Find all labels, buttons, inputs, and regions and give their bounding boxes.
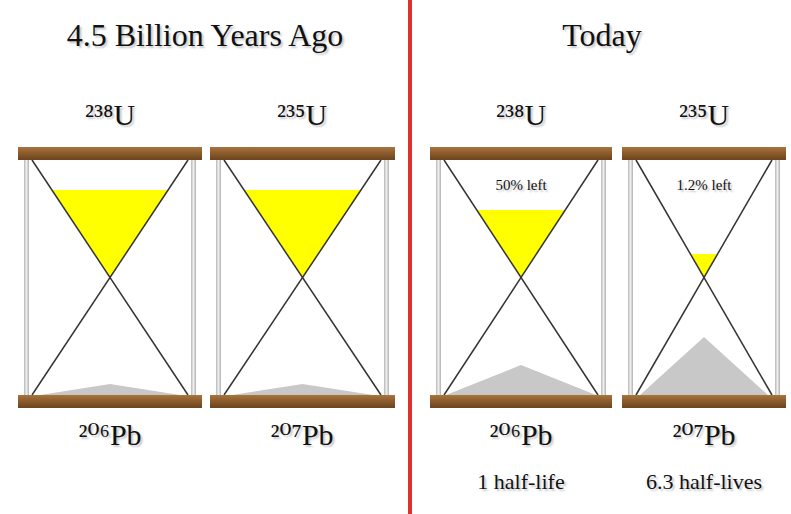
- isotope-label: ²⁰⁶Pb: [78, 418, 141, 451]
- divider-line: [408, 0, 412, 514]
- heading: 4.5 Billion Years Ago: [67, 18, 343, 53]
- isotope-label: ²⁰⁷Pb: [270, 418, 333, 451]
- heading: Today: [562, 18, 642, 53]
- remaining-label: 50% left: [495, 177, 546, 194]
- isotope-label: ²³⁸U: [85, 98, 135, 131]
- isotope-label: ²³⁵U: [277, 98, 327, 131]
- isotope-label: ²⁰⁷Pb: [672, 418, 735, 451]
- isotope-label: ²³⁸U: [496, 98, 546, 131]
- half-life-label: 1 half-life: [477, 470, 564, 494]
- hourglass: [18, 147, 202, 408]
- half-life-label: 6.3 half-lives: [646, 470, 762, 494]
- hourglass: [210, 147, 395, 408]
- isotope-label: ²⁰⁶Pb: [489, 418, 552, 451]
- isotope-label: ²³⁵U: [679, 98, 729, 131]
- remaining-label: 1.2% left: [677, 177, 732, 194]
- hourglass: [622, 147, 786, 408]
- hourglass: [430, 147, 612, 408]
